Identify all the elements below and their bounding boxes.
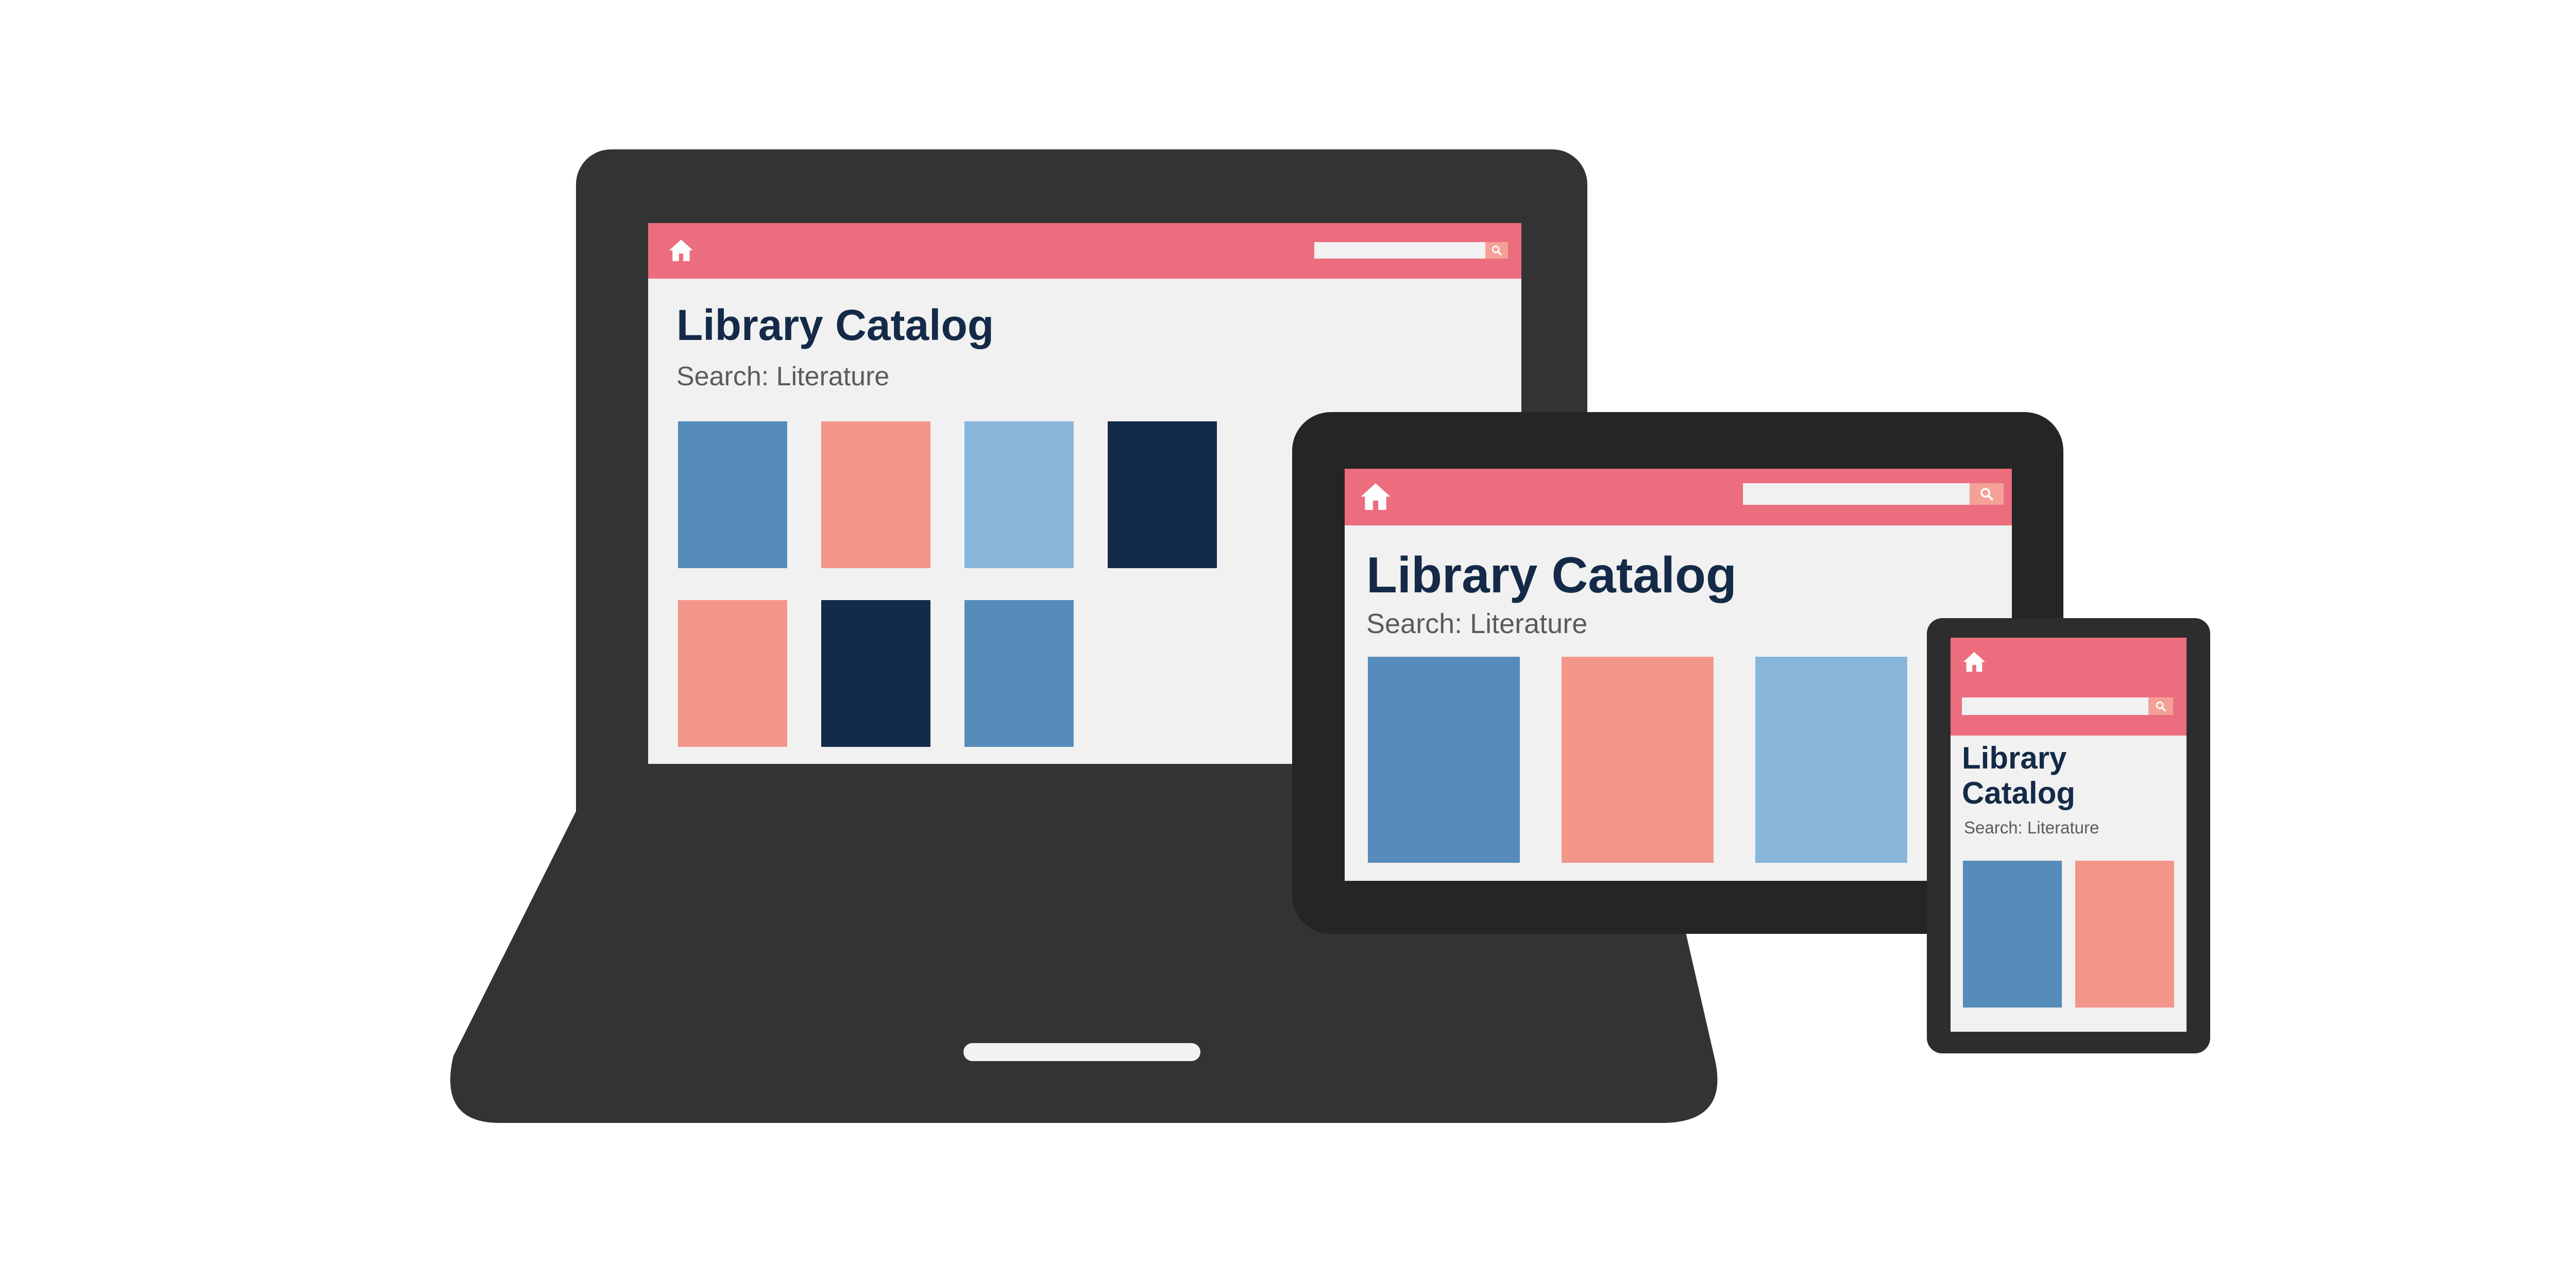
search-icon — [1492, 245, 1502, 255]
page-title-line-2: Catalog — [1962, 776, 2076, 810]
home-icon[interactable] — [1962, 650, 1987, 674]
tablet-nav-bar — [1345, 469, 2012, 525]
phone-search-button[interactable] — [2148, 697, 2173, 715]
page-title-line-1: Library — [1962, 741, 2067, 775]
book-cover[interactable] — [964, 421, 1074, 568]
laptop-nav-bar — [648, 223, 1521, 279]
search-icon — [1980, 488, 1993, 501]
phone-screen: Library Catalog Search: Literature — [1951, 638, 2187, 1032]
home-icon[interactable] — [668, 237, 694, 263]
phone-nav-bar — [1951, 638, 2187, 736]
book-cover[interactable] — [1562, 657, 1714, 863]
tablet-screen: Library Catalog Search: Literature — [1345, 469, 2012, 881]
book-cover[interactable] — [1755, 657, 1907, 863]
tablet-search-input[interactable] — [1743, 483, 1970, 505]
laptop-screen: Library Catalog Search: Literature — [648, 223, 1521, 764]
search-query-label: Search: Literature — [1366, 608, 1588, 639]
laptop-trackpad — [963, 1043, 1200, 1061]
laptop-search-button[interactable] — [1485, 242, 1508, 259]
book-cover[interactable] — [821, 600, 930, 747]
book-cover[interactable] — [821, 421, 930, 568]
tablet-search-button[interactable] — [1970, 483, 2004, 505]
page-title: Library Catalog — [1962, 741, 2075, 811]
page-title: Library Catalog — [1366, 547, 1737, 603]
book-cover[interactable] — [1368, 657, 1520, 863]
book-cover[interactable] — [1108, 421, 1217, 568]
book-cover[interactable] — [964, 600, 1074, 747]
search-icon — [2156, 701, 2166, 711]
phone-search-input[interactable] — [1962, 697, 2148, 715]
book-cover[interactable] — [678, 600, 787, 747]
home-icon[interactable] — [1359, 481, 1392, 513]
book-cover[interactable] — [2075, 861, 2174, 1008]
search-query-label: Search: Literature — [676, 362, 890, 391]
page-title: Library Catalog — [676, 301, 994, 349]
book-cover[interactable] — [1963, 861, 2062, 1008]
book-cover[interactable] — [678, 421, 787, 568]
search-query-label: Search: Literature — [1964, 818, 2099, 837]
laptop-search-input[interactable] — [1314, 242, 1485, 259]
